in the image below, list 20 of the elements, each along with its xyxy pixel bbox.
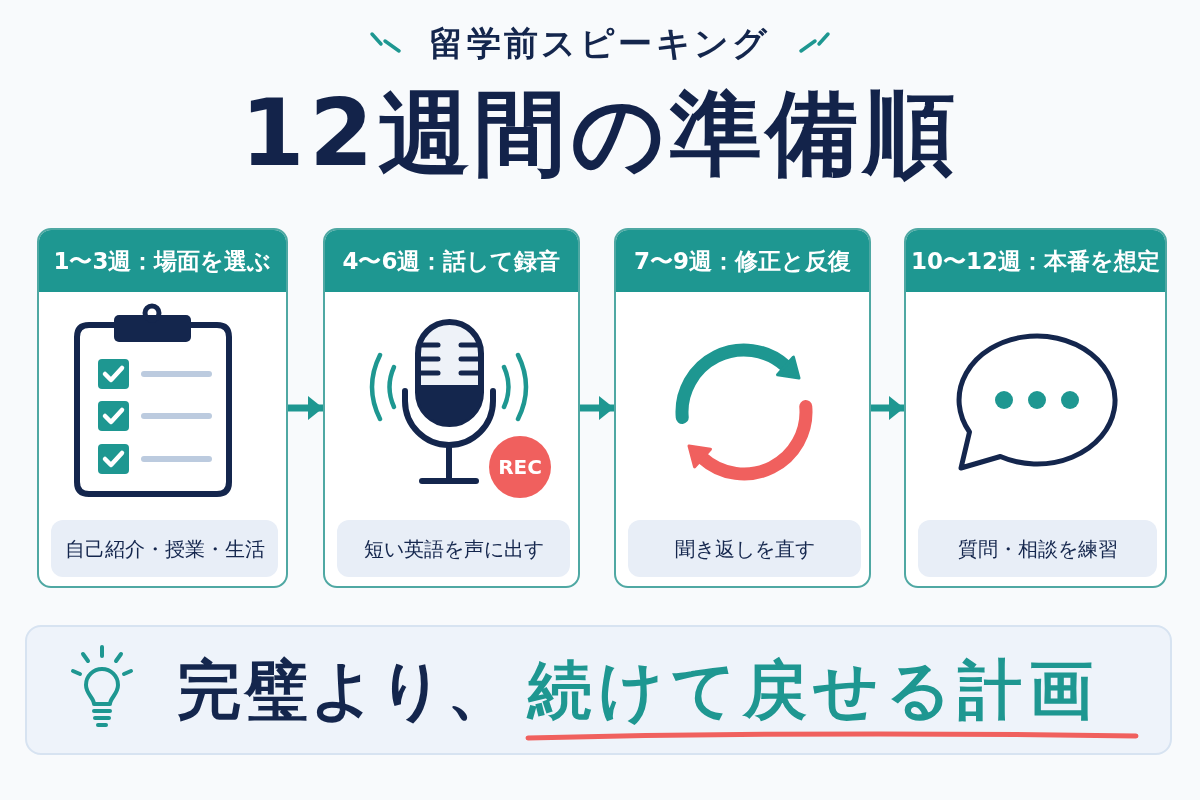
step-card (904, 228, 1167, 588)
step-description: 聞き返しを直す (628, 520, 861, 577)
subtitle: 留学前スピーキング (429, 26, 771, 60)
step-card (37, 228, 288, 588)
step-card (614, 228, 871, 588)
step-description: 自己紹介・授業・生活 (51, 520, 278, 577)
step-heading: 7〜9週：修正と反復 (616, 230, 869, 292)
arrow (871, 396, 904, 420)
rec-indicator: REC (489, 436, 551, 498)
summary-banner (25, 625, 1172, 755)
step-heading: 10〜12週：本番を想定 (906, 230, 1165, 292)
step-card (323, 228, 580, 588)
arrow (288, 396, 323, 420)
step-description: 短い英語を声に出す (337, 520, 570, 577)
step-heading: 1〜3週：場面を選ぶ (39, 230, 286, 292)
step-description: 質問・相談を練習 (918, 520, 1157, 577)
summary-text: 完璧より、 (177, 658, 514, 722)
title: 12週間の準備順 (240, 88, 960, 180)
arrow (580, 396, 614, 420)
step-heading: 4〜6週：話して録音 (325, 230, 578, 292)
